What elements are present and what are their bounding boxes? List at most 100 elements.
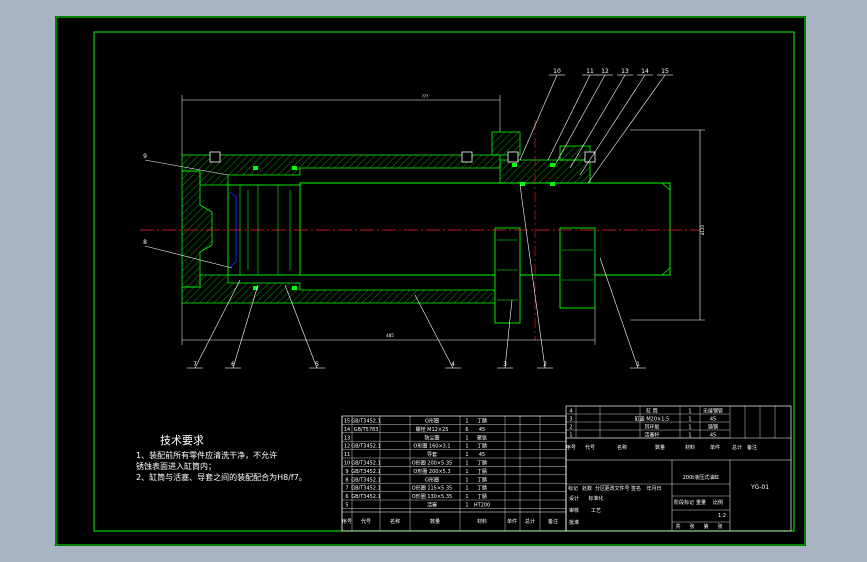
callout-14: 14 [641, 68, 649, 75]
title-label-8: 审核 [569, 507, 579, 514]
dim-right-ext [630, 129, 705, 321]
technical-requirements-title: 技术要求 [160, 434, 204, 447]
parts-row-11-col-0: 11 [344, 452, 350, 458]
technical-requirement-line-2: 锈蚀表面进入缸筒内； [136, 462, 216, 471]
upper-row-4-qty: 1 [688, 409, 691, 415]
seal-marker-8 [550, 182, 555, 186]
upper-row-3-name: 缸盖 M20×1.5 [635, 416, 669, 423]
callout-leader-15 [587, 74, 666, 184]
parts-header-3: 数量 [430, 518, 440, 525]
cylinder-assembly-drawing: ??? 485 ø120 [140, 94, 705, 345]
callout-15: 15 [661, 68, 669, 75]
parts-row-10-col-0: 10 [344, 461, 350, 467]
upper-row-2-name: 耳环板 [644, 424, 659, 431]
parts-row-8-col-1: GB/T3452.1 [351, 477, 381, 483]
seal-marker-6 [550, 163, 555, 167]
upper-header-1: 代号 [585, 444, 595, 451]
parts-row-8-qty: 1 [465, 477, 468, 483]
parts-row-12-col-0: 12 [344, 444, 350, 450]
seal-marker-7 [520, 182, 525, 186]
upper-row-1-qty: 1 [688, 433, 691, 439]
dim-right-value: ø120 [700, 225, 705, 236]
parts-row-5-col-0: 5 [345, 503, 348, 509]
parts-row-8-col-2: O形圈 [425, 476, 439, 483]
parts-row-15-col-0: 15 [344, 419, 350, 425]
parts-row-6-col-0: 6 [345, 494, 348, 500]
upper-header-3: 数量 [655, 444, 665, 451]
callout-13: 13 [621, 68, 629, 75]
parts-row-7-col-0: 7 [345, 486, 348, 492]
bolt-head-2 [461, 151, 473, 163]
upper-row-4-name: 缸 筒 [646, 408, 658, 415]
title-label-10: 批准 [569, 519, 579, 526]
parts-row-9-col-4: 丁腈 [477, 468, 487, 475]
parts-row-9-col-2: O形圈 200×5.3 [413, 468, 450, 475]
parts-row-10-col-1: GB/T3452.1 [351, 461, 381, 467]
technical-requirement-line-1: 1、装配前所有零件应清洗干净，不允许 [136, 451, 278, 460]
parts-row-5-col-2: 活塞 [427, 502, 437, 509]
callout-leader-12 [554, 74, 606, 166]
parts-row-13-col-4: 聚氨 [477, 434, 487, 441]
parts-row-15-qty: 1 [465, 419, 468, 425]
upper-row-3-material: 45 [710, 417, 716, 423]
drawing-code: YG-01 [750, 484, 769, 491]
title-label-4: 签名 [631, 485, 641, 492]
parts-row-13-col-2: 防尘圈 [424, 434, 439, 441]
parts-row-8-col-4: 丁腈 [477, 476, 487, 483]
parts-row-12-col-4: 丁腈 [477, 443, 487, 450]
technical-requirement-line-3: 2、缸筒与活塞、导套之间的装配配合为H8/f7。 [136, 473, 307, 482]
seal-marker-3 [253, 286, 258, 290]
stage-label-2: 比例 [713, 499, 723, 506]
parts-row-7-qty: 1 [465, 486, 468, 492]
upper-row-1-name: 活塞杆 [644, 432, 659, 439]
bolt-head-3 [507, 151, 519, 163]
title-label-0: 标记 [568, 485, 578, 492]
upper-header-4: 材料 [685, 444, 695, 451]
upper-header-2: 名称 [617, 444, 627, 451]
callout-leader-7 [194, 279, 241, 369]
callout-leader-4 [414, 294, 454, 369]
bolt-head-1 [209, 151, 221, 163]
piston-seal [229, 191, 237, 268]
callout-3: 3 [503, 361, 507, 368]
parts-header-5: 单件 [507, 518, 517, 525]
dim-top-value: ??? [422, 94, 428, 99]
callout-2: 2 [543, 361, 547, 368]
drawing-title: 200t液压式油缸 [683, 474, 720, 481]
parts-row-15-col-2: O形圈 [425, 418, 439, 425]
parts-row-7-col-4: 丁腈 [477, 485, 487, 492]
upper-row-4-material: 无缝钢管 [703, 408, 723, 415]
parts-row-9-qty: 1 [465, 469, 468, 475]
parts-row-10-qty: 1 [465, 461, 468, 467]
sheet-label-1: 张 [689, 523, 694, 530]
callout-11: 11 [586, 68, 594, 75]
parts-row-10-col-2: O形圈 200×5.35 [412, 460, 452, 467]
callout-leader-5 [284, 284, 318, 369]
parts-row-15-col-1: GB/T3452.1 [351, 419, 381, 425]
upper-row-2-qty: 1 [688, 425, 691, 431]
seal-marker-5 [512, 163, 517, 167]
title-label-5: 年月日 [646, 485, 661, 492]
piston-rod [299, 182, 671, 276]
parts-row-14-col-2: 螺栓 M12×25 [416, 426, 449, 433]
title-label-3: 更改文件号 [604, 485, 629, 492]
dim-bottom-value: 485 [386, 333, 394, 338]
parts-row-6-qty: 1 [465, 494, 468, 500]
parts-row-5-qty: 1 [465, 503, 468, 509]
callout-12: 12 [601, 68, 609, 75]
seal-marker-2 [292, 166, 297, 170]
parts-row-14-col-1: GB/T5783 [354, 427, 379, 433]
parts-row-7-col-1: GB/T3452.1 [351, 486, 381, 492]
parts-row-6-col-4: 丁腈 [477, 493, 487, 500]
parts-header-4: 材料 [477, 518, 487, 525]
callout-9: 9 [143, 153, 147, 160]
parts-row-12-col-1: GB/T3452.1 [351, 444, 381, 450]
stage-label-0: 阶段标记 [674, 499, 694, 506]
parts-row-11-qty: 1 [465, 452, 468, 458]
callout-6: 6 [231, 361, 235, 368]
drawing-paper [55, 16, 806, 546]
parts-row-14-qty: 6 [465, 427, 468, 433]
